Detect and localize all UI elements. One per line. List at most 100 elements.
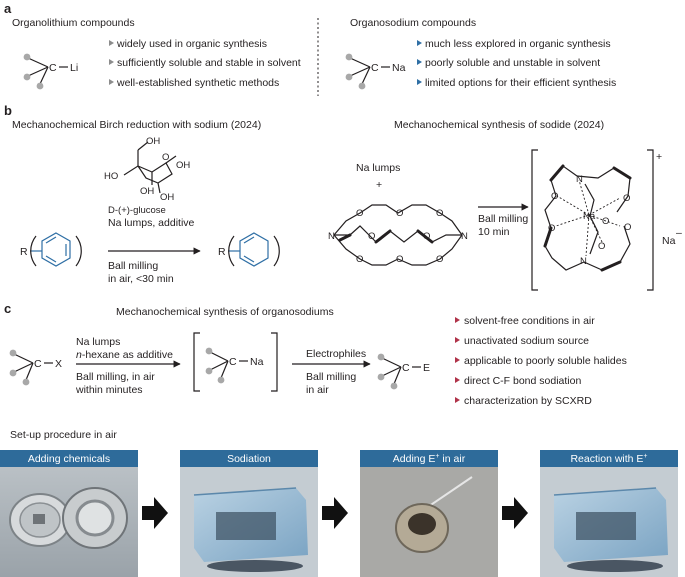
red-marker-icon [455, 337, 460, 343]
o-atom: O [598, 241, 605, 252]
o-atom: O [396, 254, 403, 265]
gray-marker-icon [109, 59, 114, 65]
advantages-list: solvent-free conditions in air unactivat… [455, 315, 627, 407]
step-adding-electrophile: Adding E+ in air [360, 450, 498, 577]
glucose-label: D-(+)-glucose [108, 205, 166, 216]
step-adding-chemicals: Adding chemicals [0, 450, 138, 577]
o-atom: O [602, 216, 609, 227]
step-label: Adding E+ in air [393, 453, 466, 465]
panel-label-a: a [4, 1, 12, 16]
o-atom: O [436, 208, 443, 219]
n-atom: N [461, 231, 468, 242]
carbon-atom: C [371, 62, 379, 74]
na-lumps-label: Na lumps [356, 162, 400, 174]
birch-title: Mechanochemical Birch reduction with sod… [12, 119, 261, 131]
na-point-1: much less explored in organic synthesis [425, 38, 611, 50]
benzene-reactant: R [20, 232, 82, 267]
lithium-atom: Li [70, 62, 78, 74]
mill-jar [576, 512, 636, 540]
oh-label: HO [104, 171, 118, 182]
advantage-2: unactivated sodium source [464, 335, 589, 347]
step-label: Sodiation [227, 453, 271, 465]
mill-jar [216, 512, 276, 540]
step-arrow-icon [322, 497, 348, 529]
o-atom: O [436, 254, 443, 265]
blue-marker-icon [417, 40, 422, 46]
sodide-cond-2: 10 min [478, 226, 510, 238]
o-atom: O [423, 231, 430, 242]
li-point-2: sufficiently soluble and stable in solve… [117, 57, 301, 69]
o-atom: O [624, 222, 631, 233]
anion-charge: – [676, 227, 682, 239]
plus-sign: + [376, 179, 382, 191]
li-point-1: widely used in organic synthesis [116, 38, 267, 50]
setup-title: Set-up procedure in air [10, 429, 117, 441]
cond-in-air: in air [306, 384, 329, 396]
o-atom: O [623, 193, 630, 204]
sodide-title: Mechanochemical synthesis of sodide (202… [394, 119, 604, 131]
organolithium-title: Organolithium compounds [12, 17, 135, 29]
cryptand-structure: N N O O O O O O O O [328, 204, 468, 266]
halogen-x: X [55, 358, 62, 370]
reagent-na-lumps: Na lumps [76, 336, 120, 348]
r-group: R [20, 246, 28, 258]
birch-cond-1: Ball milling [108, 260, 158, 272]
electrophiles-label: Electrophiles [306, 348, 366, 360]
halide-substrate: C X [9, 349, 62, 386]
n-atom: N [580, 256, 587, 267]
sodium-cryptate: N N O O O O O O Na [531, 149, 654, 291]
o-atom: O [396, 208, 403, 219]
advantage-5: characterization by SCXRD [464, 395, 592, 407]
o-atom: O [356, 254, 363, 265]
oh-label: OH [140, 186, 154, 197]
o-atom: O [551, 191, 558, 202]
cond-ball-milling: Ball milling [306, 371, 356, 383]
red-marker-icon [455, 357, 460, 363]
organolithium-structure: C Li [23, 53, 78, 90]
li-point-3: well-established synthetic methods [116, 77, 279, 89]
birch-reagents: Na lumps, additive [108, 217, 195, 229]
cond-minutes: within minutes [75, 384, 143, 396]
advantage-4: direct C-F bond sodiation [464, 375, 581, 387]
step-arrow-icon [142, 497, 168, 529]
carbon-atom: C [229, 356, 237, 368]
blue-marker-icon [417, 79, 422, 85]
n-atom: N [576, 174, 583, 185]
advantage-3: applicable to poorly soluble halides [464, 355, 627, 367]
sodium-atom: Na [392, 62, 406, 74]
step-sodiation: Sodiation [180, 450, 318, 577]
na-cation: Na [583, 211, 596, 222]
sodide-anion: Na [662, 235, 676, 247]
carbon-atom: C [402, 362, 410, 374]
panel-label-c: c [4, 301, 11, 316]
step-label: Reaction with E+ [570, 453, 647, 465]
oh-label: OH [146, 136, 160, 147]
functionalized-product: C E [377, 353, 430, 390]
red-marker-icon [455, 397, 460, 403]
cyclohexadiene-product: R [218, 232, 280, 267]
jar-opening [408, 513, 436, 535]
gray-marker-icon [109, 79, 114, 85]
sodium-atom: Na [250, 356, 264, 368]
glucose-structure: OH HO OH OH OH O [104, 136, 190, 203]
oh-label: OH [160, 192, 174, 203]
na-point-2: poorly soluble and unstable in solvent [425, 57, 600, 69]
na-point-3: limited options for their efficient synt… [425, 77, 616, 89]
organosodium-title: Organosodium compounds [350, 17, 476, 29]
electrophile-e: E [423, 362, 430, 374]
r-group: R [218, 246, 226, 258]
oh-label: OH [176, 160, 190, 171]
blue-marker-icon [417, 59, 422, 65]
advantage-1: solvent-free conditions in air [464, 315, 595, 327]
step-label: Adding chemicals [28, 453, 110, 465]
red-marker-icon [455, 317, 460, 323]
sodide-cond-1: Ball milling [478, 213, 528, 225]
organosodium-structure: C Na [345, 53, 406, 90]
cond-ball-milling-air: Ball milling, in air [76, 371, 155, 383]
organosodium-intermediate: C Na [193, 332, 278, 392]
organosodium-points: much less explored in organic synthesis … [417, 38, 616, 89]
o-atom: O [548, 223, 555, 234]
organolithium-points: widely used in organic synthesis suffici… [109, 38, 301, 89]
o-atom: O [356, 208, 363, 219]
